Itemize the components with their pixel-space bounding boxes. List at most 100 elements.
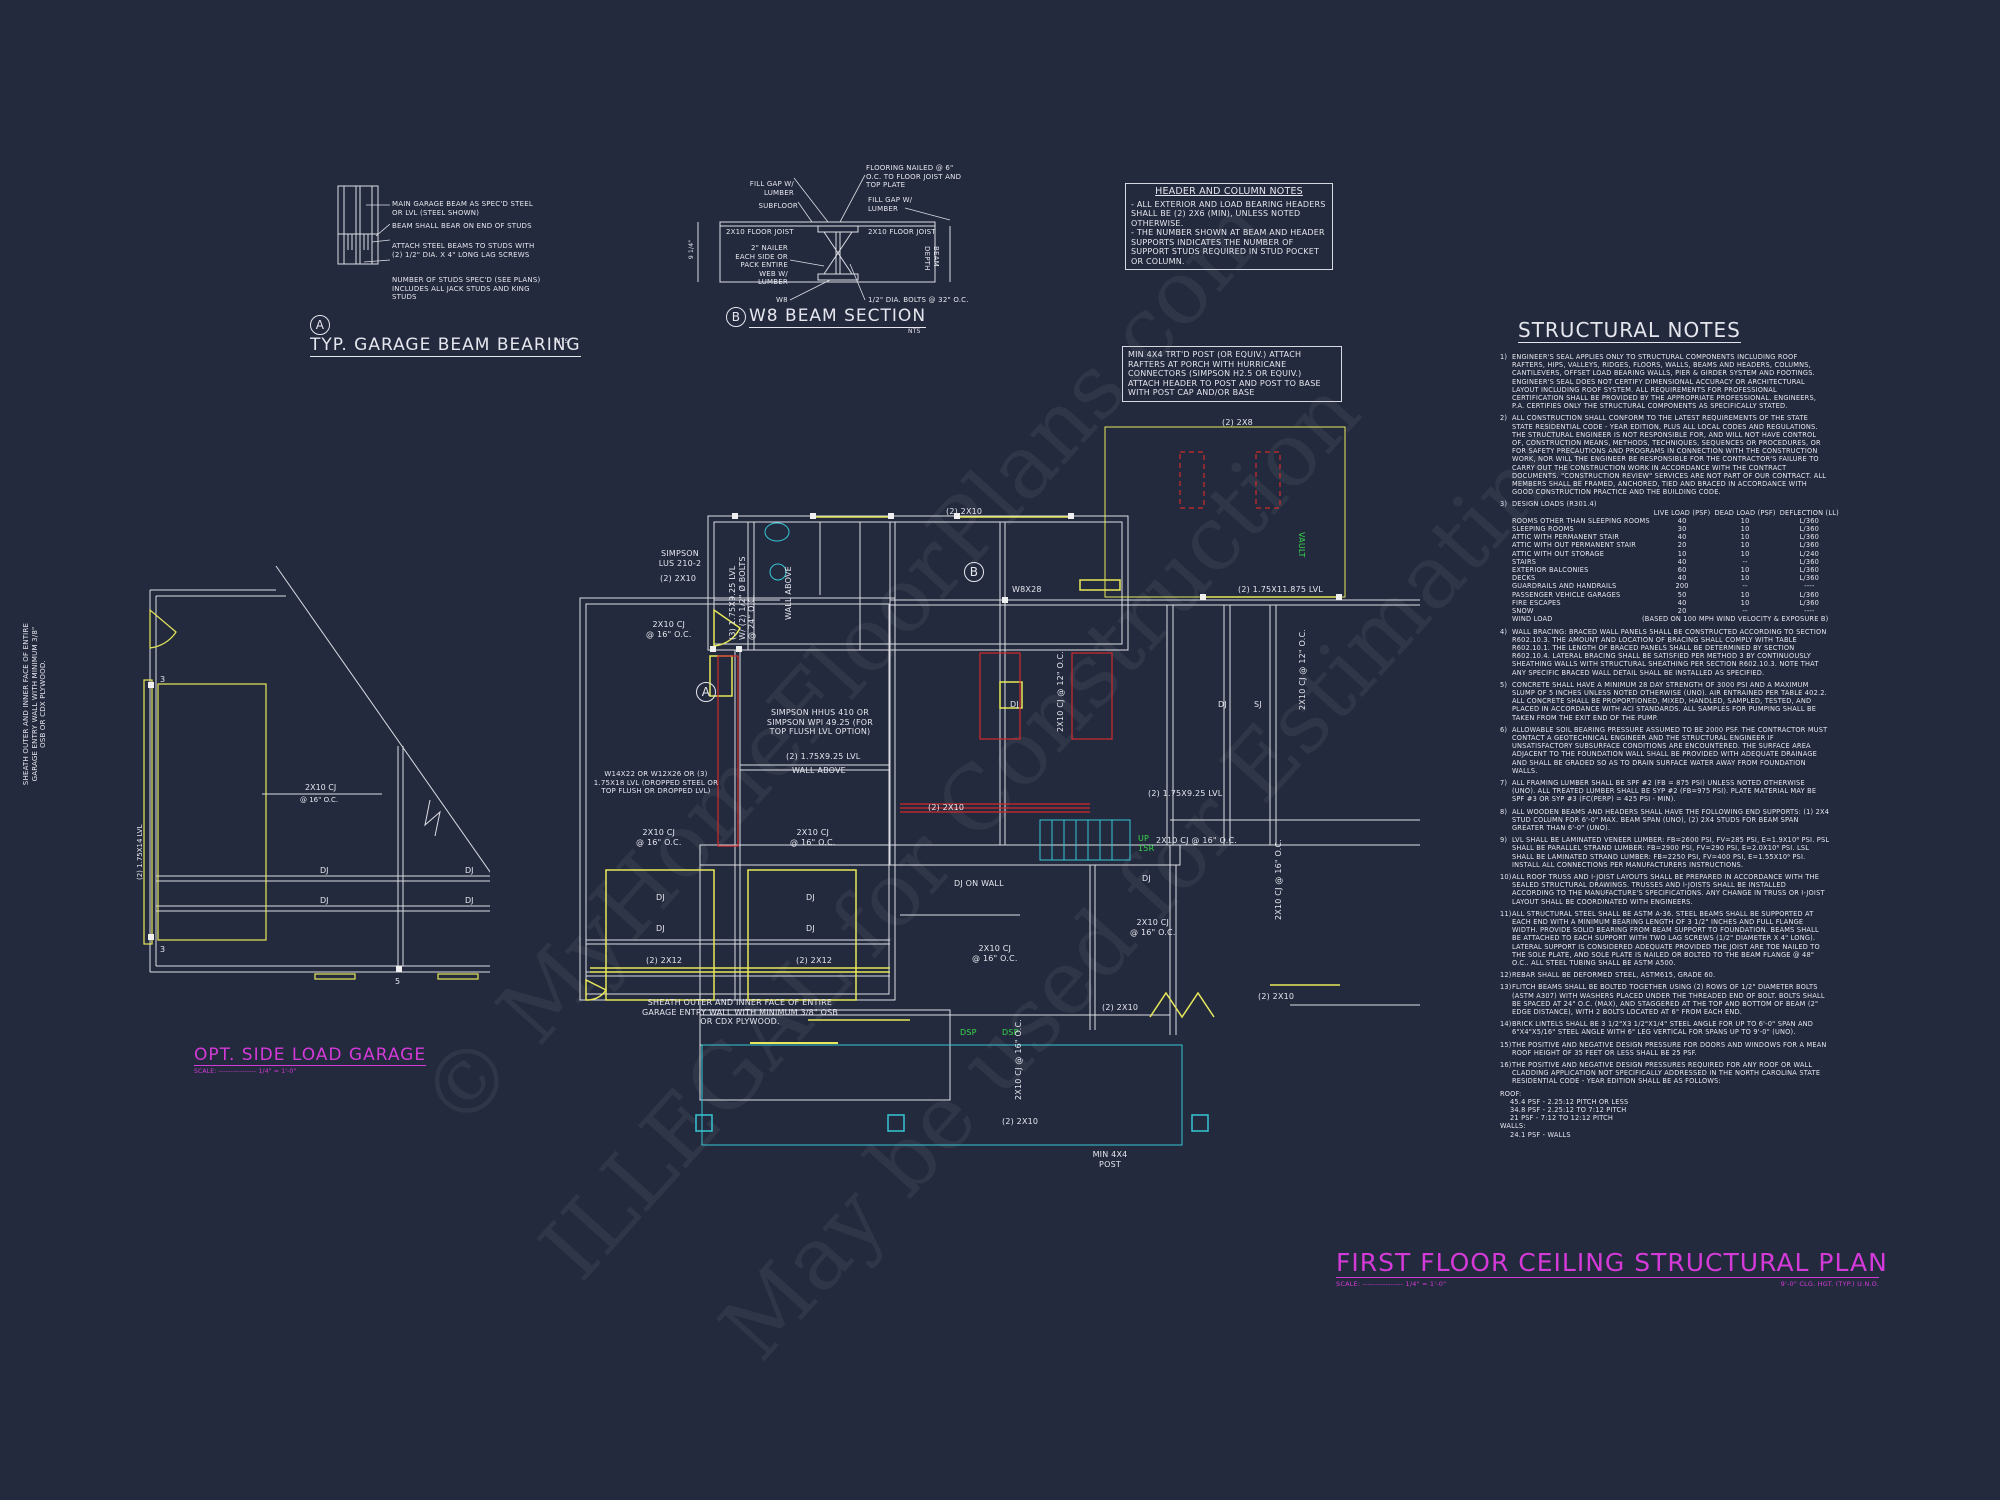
structural-note: 2)ALL CONSTRUCTION SHALL CONFORM TO THE … [1500, 414, 1827, 497]
dj-label: DJ [1218, 700, 1227, 709]
dj-label: DJ [320, 896, 329, 905]
side-garage-title-block: OPT. SIDE LOAD GARAGE SCALE: -----------… [194, 1045, 427, 1075]
garage-cj-label-3: 2x10 CJ@ 16" O.C. [790, 828, 836, 847]
w8-beam-section-drawing [697, 174, 951, 301]
detail-a: MAIN GARAGE BEAM AS SPEC'D STEEL OR LVL … [310, 180, 590, 357]
post-count: 3 [160, 945, 165, 954]
header-2x10-top: (2) 2x10 [946, 507, 983, 516]
dsp-label: DSP [960, 1028, 977, 1037]
structural-note: 8)ALL WOODEN BEAMS AND HEADERS SHALL HAV… [1500, 807, 1830, 832]
detail-a-title: TYP. GARAGE BEAM BEARING [310, 334, 581, 357]
detail-bubble-a: A [310, 314, 330, 335]
lvl-925-label: (2) 1.75x9.25 LVL [786, 752, 861, 761]
header-column-notes: HEADER AND COLUMN NOTES - ALL EXTERIOR A… [1125, 183, 1333, 270]
design-loads-table: LIVE LOAD (PSF) DEAD LOAD (PSF) DEFLECTI… [1512, 509, 1843, 616]
detail-a-title-row: ATYP. GARAGE BEAM BEARING [310, 314, 590, 357]
post-count: 5 [395, 977, 400, 986]
callout-fill-gap-left: FILL GAP w/ LUMBER [749, 180, 794, 197]
detail-b: FILL GAP w/ LUMBER SUBFLOOR FLOORING NAI… [688, 160, 990, 340]
side-garage-title: OPT. SIDE LOAD GARAGE [194, 1045, 427, 1066]
dj-label: DJ [1142, 874, 1151, 883]
header-note-1: - ALL EXTERIOR AND LOAD BEARING HEADERS … [1131, 199, 1326, 228]
foyer-cj-label: 2x10 CJ@ 16" O.C. [1130, 918, 1176, 937]
wall-above-label: WALL ABOVE [784, 566, 793, 620]
header-column-notes-title: HEADER AND COLUMN NOTES [1155, 186, 1303, 197]
entry-header-label: (2) 2x10 [1102, 1003, 1139, 1012]
detail-b-title: W8 BEAM SECTION [749, 306, 927, 328]
structural-note: 10)ALL ROOF TRUSS AND I-JOIST LAYOUTS SH… [1500, 872, 1825, 906]
structural-note: 7)ALL FRAMING LUMBER SHALL BE SPF #2 (Fb… [1500, 778, 1817, 804]
min-post-label: MIN 4x4 POST [1092, 1150, 1128, 1169]
structural-note: 13)FLITCH BEAMS SHALL BE BOLTED TOGETHER… [1500, 983, 1825, 1017]
bedroom-header-label: (2) 2x10 [1258, 992, 1295, 1001]
label-w8: W8 [776, 296, 788, 304]
structural-notes-continued: 4)WALL BRACING: BRACED WALL PANELS SHALL… [1500, 628, 1830, 1086]
callout-flooring-nailed: FLOORING NAILED @ 6" O.C. TO FLOOR JOIST… [866, 164, 962, 190]
cj-label: 2x10 CJ [305, 783, 336, 792]
loads-header-row: LIVE LOAD (PSF) DEAD LOAD (PSF) DEFLECTI… [1653, 508, 1839, 517]
header-2x12-label: (2) 2x12 [646, 956, 683, 965]
sj-label: SJ [1254, 700, 1262, 709]
detail-b-scale: NTS [908, 328, 921, 335]
structural-note: 1)ENGINEER'S SEAL APPLIES ONLY TO STRUCT… [1500, 353, 1817, 411]
garage-sheath-note: SHEATH OUTER AND INNER FACE OF ENTIRE GA… [641, 998, 839, 1026]
header-note-2: - THE NUMBER SHOWN AT BEAM AND HEADER SU… [1131, 228, 1325, 266]
callout-main-beam: MAIN GARAGE BEAM AS SPEC'D STEEL OR LVL … [392, 200, 533, 217]
w8x28-label: W8x28 [1012, 585, 1042, 594]
callout-lag-screws: ATTACH STEEL BEAMS TO STUDS WITH (2) 1/2… [392, 242, 535, 259]
structural-note: 12)REBAR SHALL BE DEFORMED STEEL, ASTM61… [1500, 971, 1716, 980]
simpson-hhus-label: SIMPSON HHUS 410 OR SIMPSON WPI 49.25 (F… [766, 708, 874, 736]
kitchen-cj-label: 2x10 CJ @ 12" O.C. [1056, 651, 1065, 732]
main-plan-scale-row: SCALE: ---------------- 1/4" = 1'-0" 9'-… [1336, 1280, 1879, 1288]
dj-on-wall-label: DJ ON WALL [954, 879, 1004, 888]
dj-label: DJ [806, 893, 815, 902]
garage-cj-label-2: 2x10 CJ@ 16" O.C. [636, 828, 682, 847]
callout-beam-bear: BEAM SHALL BEAR ON END OF STUDS [392, 222, 532, 230]
structural-note: 3)DESIGN LOADS (R301.4) [1500, 500, 1597, 509]
post-count: 3 [160, 675, 165, 684]
dj-label: DJ [1010, 700, 1019, 709]
living-cj-label: 2x10 CJ @ 12" O.C. [1298, 629, 1307, 710]
structural-note: 15)THE POSITIVE AND NEGATIVE DESIGN PRES… [1500, 1040, 1827, 1057]
callout-fill-gap-right: FILL GAP w/ LUMBER [868, 196, 913, 213]
callout-nailer: 2" NAILER EACH SIDE OR PACK ENTIRE WEB w… [735, 244, 788, 287]
garage-cj-label: 2x10 CJ@ 16" O.C. [646, 620, 692, 639]
porch-cj-label: 2x10 CJ @ 16" O.C. [1014, 1019, 1023, 1100]
structural-note: 6)ALLOWABLE SOIL BEARING PRESSURE ASSUME… [1500, 725, 1828, 775]
porch-post-note: MIN 4x4 TRT'D POST (OR EQUIV.) ATTACH RA… [1122, 346, 1342, 402]
structural-note: 14)BRICK LINTELS SHALL BE 3 1/2"x3 1/2"x… [1500, 1020, 1814, 1037]
garage-beam-bearing-drawing [337, 185, 390, 265]
main-title-block: FIRST FLOOR CEILING STRUCTURAL PLAN SCAL… [1336, 1248, 1887, 1288]
bedroom-cj-label: 2x10 CJ @ 16" O.C. [1274, 839, 1283, 920]
callout-studs: NUMBER OF STUDS SPEC'D (SEE PLANS) INCLU… [392, 276, 541, 302]
dj-label: DJ [465, 866, 474, 875]
label-floor-joist-right: 2x10 FLOOR JOIST [868, 228, 936, 236]
dj-label: DJ [656, 924, 665, 933]
wall-above-label-2: WALL ABOVE [792, 766, 846, 775]
side-load-garage-plan: 3 3 5 2x10 CJ @ 16" O.C. DJ DJ DJ DJ (2)… [136, 565, 490, 986]
dining-cj-label: 2x10 CJ@ 16" O.C. [972, 944, 1018, 963]
structural-note: 4)WALL BRACING: BRACED WALL PANELS SHALL… [1500, 627, 1827, 677]
structural-note: 9)LVL SHALL BE LAMINATED VENEER LUMBER: … [1500, 836, 1830, 869]
dj-label: DJ [320, 866, 329, 875]
label-floor-joist-left: 2x10 FLOOR JOIST [726, 228, 794, 236]
dj-label: DJ [465, 896, 474, 905]
steel-beam-label: W14x22 OR W12x26 OR (3) 1.75x18 LVL (DRO… [593, 770, 719, 796]
label-beam-depth: BEAM DEPTH [923, 246, 940, 271]
header-2x12-label: (2) 2x12 [796, 956, 833, 965]
callout-bolts: 1/2" DIA. BOLTS @ 32" O.C. [868, 296, 969, 304]
main-plan-scale: SCALE: ---------------- 1/4" = 1'-0" [1336, 1280, 1447, 1288]
label-dim-left: 9 1/4" [688, 239, 696, 260]
side-garage-scale: SCALE: ---------------- 1/4" = 1'-0" [194, 1068, 297, 1075]
